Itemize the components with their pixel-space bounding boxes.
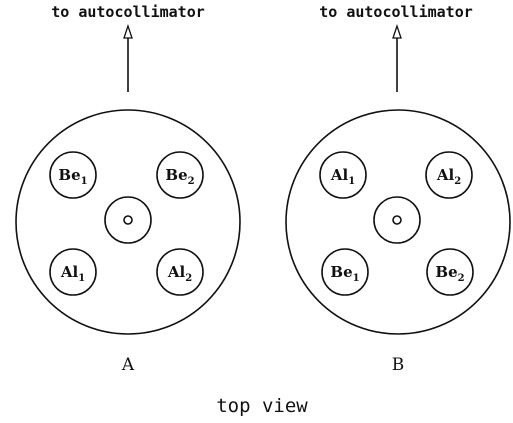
svg-text:Be1: Be1 <box>330 263 359 284</box>
svg-text:Be2: Be2 <box>165 166 194 187</box>
svg-text:Be1: Be1 <box>58 166 87 187</box>
mount-disk-b <box>285 109 511 335</box>
sample-a-top-right <box>156 151 204 199</box>
sample-a-bottom-left <box>49 248 97 296</box>
sample-b-bottom-left-sub: 1 <box>353 273 360 284</box>
sample-b-top-left <box>319 151 367 199</box>
arrowhead-icon <box>123 23 133 39</box>
panel-b: to autocollimator Al1 Al2 Be1 Be2 B <box>285 3 511 375</box>
arrow-label-a: to autocollimator <box>51 3 205 21</box>
svg-text:Al2: Al2 <box>436 166 461 187</box>
center-hole-icon <box>123 215 133 225</box>
sample-a-bottom-left-sub: 1 <box>78 273 85 284</box>
center-hole-icon <box>392 215 402 225</box>
sample-b-top-right <box>425 151 473 199</box>
sample-b-bottom-right <box>426 248 474 296</box>
mount-disk-a <box>15 109 241 335</box>
svg-text:Be2: Be2 <box>435 263 464 284</box>
arrow-a <box>123 23 133 92</box>
sample-b-top-left-label: Al <box>330 166 349 184</box>
sample-a-top-left <box>49 151 97 199</box>
sample-b-top-right-label: Al <box>436 166 455 184</box>
panel-label-b: B <box>392 355 405 375</box>
center-holder-b <box>373 196 421 244</box>
svg-text:Al1: Al1 <box>60 263 85 284</box>
sample-a-bottom-right-sub: 2 <box>185 273 192 284</box>
panel-a: to autocollimator Be1 Be2 Al1 Al2 A <box>15 3 241 375</box>
svg-text:Al1: Al1 <box>330 166 355 187</box>
sample-a-bottom-right-label: Al <box>167 263 186 281</box>
sample-a-top-left-label: Be <box>58 166 80 184</box>
center-holder-a <box>104 196 152 244</box>
sample-a-bottom-right <box>156 248 204 296</box>
sample-a-top-left-sub: 1 <box>81 176 88 187</box>
arrow-label-b: to autocollimator <box>319 3 473 21</box>
sample-b-bottom-left-label: Be <box>330 263 352 281</box>
sample-a-top-right-label: Be <box>165 166 187 184</box>
sample-b-bottom-right-sub: 2 <box>458 273 465 284</box>
sample-a-top-right-sub: 2 <box>188 176 195 187</box>
arrowhead-icon <box>392 23 402 39</box>
sample-b-bottom-left <box>321 248 369 296</box>
sample-b-top-right-sub: 2 <box>454 176 461 187</box>
svg-text:Al2: Al2 <box>167 263 192 284</box>
panel-label-a: A <box>121 355 135 375</box>
sample-b-top-left-sub: 1 <box>348 176 355 187</box>
arrow-b <box>392 23 402 92</box>
sample-b-bottom-right-label: Be <box>435 263 457 281</box>
caption: top view <box>216 395 308 417</box>
sample-a-bottom-left-label: Al <box>60 263 79 281</box>
